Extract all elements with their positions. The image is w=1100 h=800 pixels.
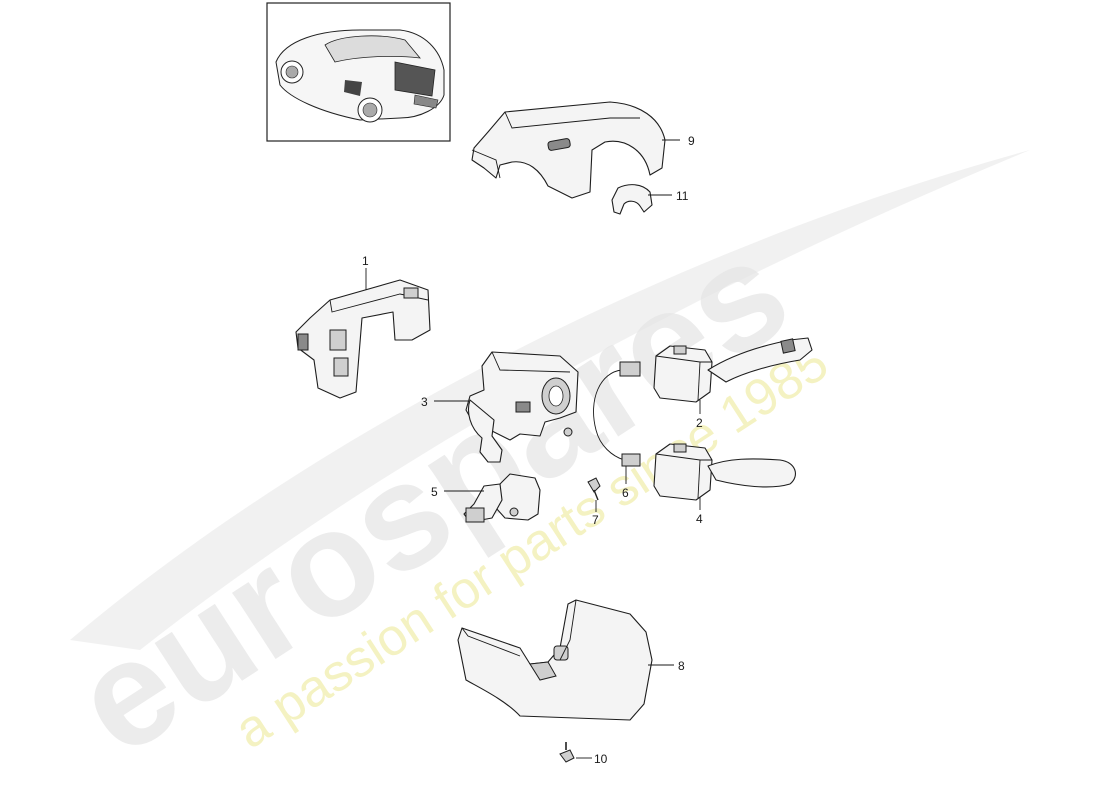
cable-icon[interactable]	[593, 361, 641, 467]
control-module-icon[interactable]	[295, 279, 431, 399]
callout-8: 8	[678, 659, 685, 673]
toggle-switch-icon[interactable]	[463, 473, 541, 523]
vehicle-thumbnail	[266, 2, 451, 142]
lower-trim-cover-icon[interactable]	[457, 599, 653, 721]
callout-5: 5	[431, 485, 438, 499]
upper-trim-cover-icon[interactable]	[471, 101, 666, 199]
callout-9: 9	[688, 134, 695, 148]
callout-10: 10	[594, 752, 608, 766]
leader-lines	[365, 139, 701, 759]
callout-11: 11	[676, 189, 689, 203]
stalk-switch-upper-icon[interactable]	[653, 337, 813, 403]
watermark-swoosh	[70, 150, 1030, 650]
screw-icon[interactable]	[587, 477, 601, 501]
lock-housing-icon[interactable]	[465, 351, 579, 463]
callout-7: 7	[592, 513, 599, 527]
fastener-icon[interactable]	[559, 742, 575, 763]
callout-3: 3	[421, 395, 428, 409]
clip-icon[interactable]	[611, 184, 653, 215]
callout-4: 4	[696, 512, 703, 526]
callout-2: 2	[696, 416, 703, 430]
stalk-switch-lower-icon[interactable]	[653, 443, 796, 501]
car-icon	[275, 29, 445, 123]
callout-1: 1	[362, 254, 369, 268]
callout-6: 6	[622, 486, 629, 500]
callouts: 9 11 1 3 2 4 5 6 7 8 10	[362, 134, 703, 766]
